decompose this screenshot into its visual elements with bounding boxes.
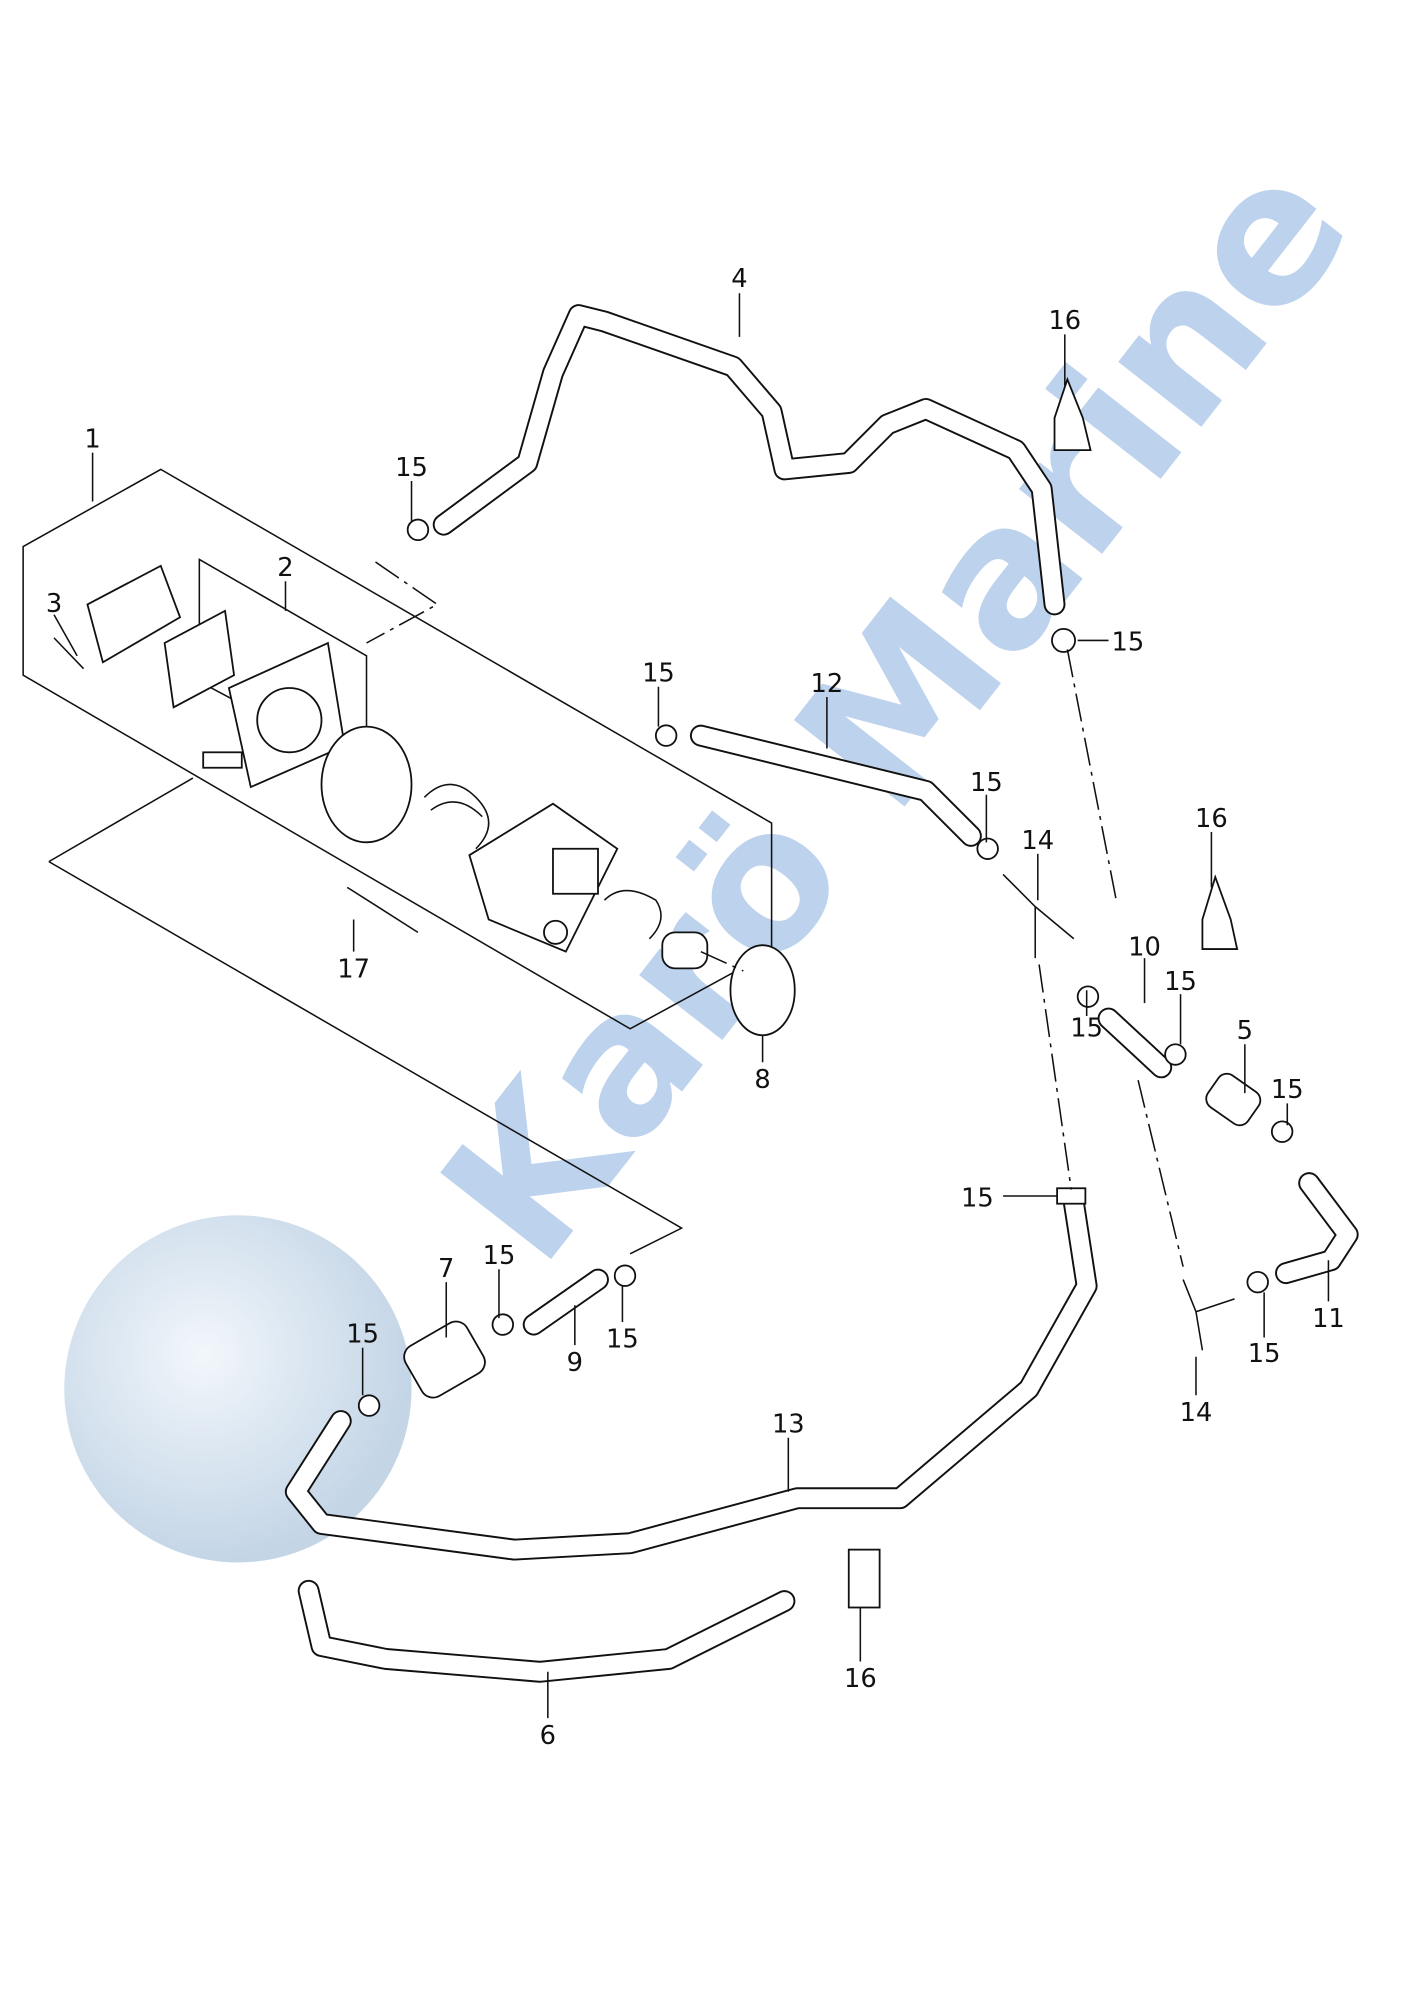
leader-lines: [53, 293, 1330, 1719]
callout-11: 11: [1312, 1304, 1345, 1334]
hose-13: [284, 1191, 1098, 1561]
callout-13: 13: [772, 1410, 805, 1440]
valve-5: [1205, 1072, 1262, 1127]
callout-17: 17: [337, 954, 370, 984]
callout-15: 15: [1248, 1339, 1281, 1369]
callout-12: 12: [811, 669, 844, 699]
callout-15: 15: [606, 1325, 639, 1355]
callout-15: 15: [1271, 1075, 1304, 1105]
callout-14: 14: [1021, 826, 1054, 856]
callout-6: 6: [540, 1721, 556, 1751]
clips-16: [847, 376, 1239, 1609]
callout-15: 15: [961, 1183, 994, 1213]
callout-15: 15: [1070, 1014, 1103, 1044]
callout-5: 5: [1237, 1016, 1253, 1046]
callout-labels: 1 2 3 4 15 16 15 15 12 15 14 16 10 15 15…: [46, 264, 1345, 1751]
gasket-parts: [53, 564, 709, 970]
callout-15: 15: [483, 1241, 516, 1271]
callout-15: 15: [1164, 967, 1197, 997]
hose-9: [522, 1268, 609, 1336]
callout-16: 16: [1195, 804, 1228, 834]
callout-8: 8: [754, 1065, 770, 1095]
hose-10: [1097, 1007, 1173, 1079]
joint-14-upper: [1002, 873, 1075, 959]
hose-11: [1275, 1172, 1359, 1285]
callout-15: 15: [346, 1320, 379, 1350]
hose-4: [432, 304, 1066, 616]
callout-1: 1: [84, 425, 100, 455]
callout-9: 9: [567, 1348, 583, 1378]
callout-14: 14: [1180, 1398, 1213, 1428]
callout-3: 3: [46, 589, 62, 619]
callout-15: 15: [642, 659, 675, 689]
callout-15: 15: [395, 453, 428, 483]
valve-7: [403, 1320, 486, 1399]
callout-7: 7: [438, 1254, 454, 1284]
hose-12: [689, 724, 982, 847]
callout-10: 10: [1128, 932, 1161, 962]
callout-4: 4: [731, 264, 747, 294]
callout-15: 15: [1111, 628, 1144, 658]
callout-16: 16: [844, 1664, 877, 1694]
callout-2: 2: [277, 553, 293, 583]
hose-6: [297, 1579, 796, 1683]
callout-15: 15: [970, 768, 1003, 798]
joint-14-lower: [1182, 1279, 1235, 1351]
o-ring: [729, 944, 796, 1037]
callout-16: 16: [1048, 306, 1081, 336]
watermark-globe: [64, 1215, 412, 1563]
